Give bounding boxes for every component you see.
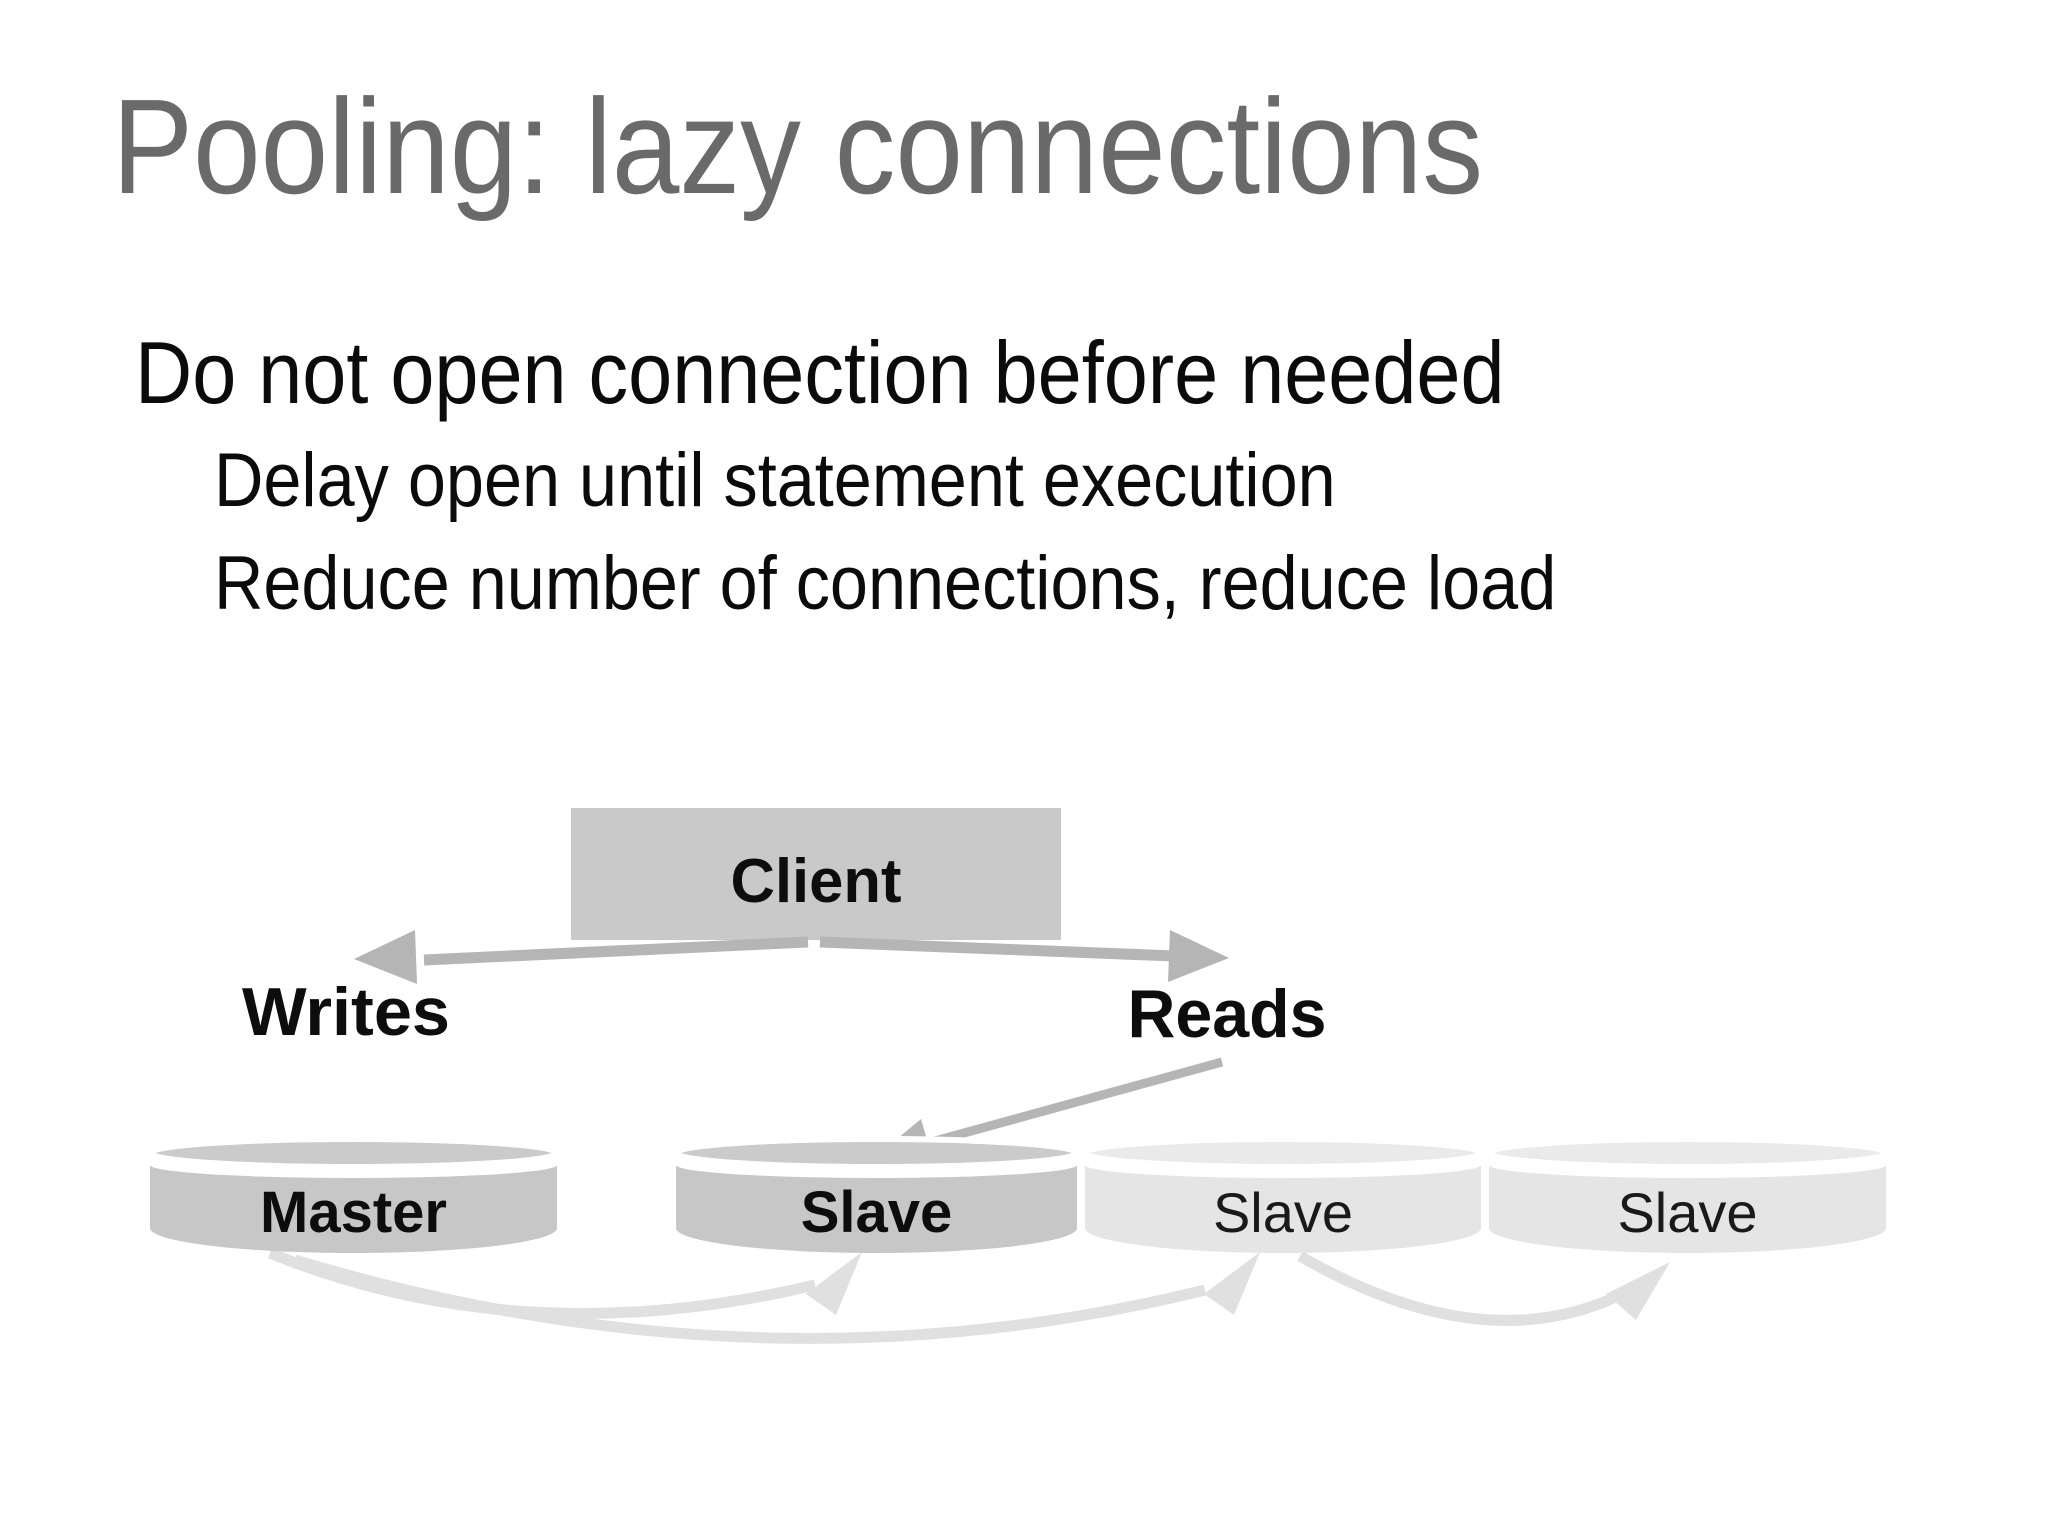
bullet-reduce-connections: Reduce number of connections, reduce loa… (214, 541, 1557, 626)
slave-2-label: Slave (1213, 1181, 1353, 1244)
slide-heading: Do not open connection before needed (135, 323, 1505, 422)
arrow-line (423, 936, 809, 966)
replication-arrow-3 (1297, 1251, 1670, 1326)
arrowhead-left-icon (354, 930, 417, 984)
slave-1-label: Slave (801, 1180, 953, 1245)
client-label: Client (731, 847, 902, 916)
slave-3-label: Slave (1617, 1181, 1757, 1244)
db-master: Master (147, 1136, 560, 1253)
writes-label: Writes (242, 974, 450, 1050)
client-box (571, 808, 1061, 940)
replication-arrows (267, 1247, 1670, 1344)
cylinder-lid (1486, 1136, 1889, 1170)
cylinder-body (676, 1165, 1077, 1253)
arrowhead-up-icon (1606, 1262, 1670, 1320)
client-writes-arrow (354, 930, 809, 984)
db-slave-1: Slave (673, 1136, 1080, 1253)
cylinder-lid (147, 1136, 560, 1170)
cylinder-body (1489, 1165, 1886, 1253)
arrowhead-up-icon (806, 1252, 862, 1315)
cylinder-lid (673, 1136, 1080, 1170)
bullet-delay-open: Delay open until statement execution (214, 438, 1336, 523)
cylinder-body (150, 1165, 557, 1253)
reads-label: Reads (1128, 976, 1327, 1052)
master-label: Master (260, 1180, 447, 1245)
curve-line (293, 1254, 1207, 1344)
client-reads-arrow (819, 930, 1229, 982)
db-slave-3: Slave (1486, 1136, 1889, 1253)
arrowhead-right-icon (1168, 930, 1229, 982)
replication-arrow-2 (293, 1252, 1260, 1344)
curve-line (1297, 1251, 1621, 1326)
db-slave-2: Slave (1082, 1136, 1484, 1253)
client-node: Client (571, 808, 1061, 940)
slide-title: Pooling: lazy connections (112, 71, 1484, 222)
arrowhead-up-icon (1204, 1252, 1260, 1315)
cylinder-lid (1082, 1136, 1484, 1170)
cylinder-body (1085, 1165, 1481, 1253)
curve-line (267, 1247, 817, 1319)
arrow-line (819, 936, 1175, 962)
arrow-line (922, 1057, 1224, 1149)
